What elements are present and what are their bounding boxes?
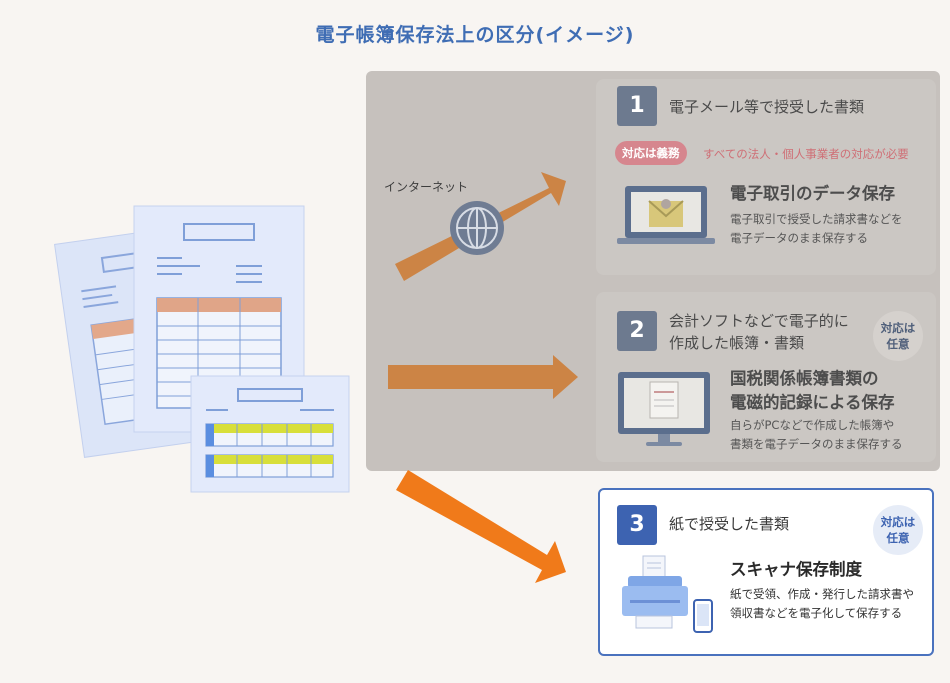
card-2-description: 自らがPCなどで作成した帳簿や 書類を電子データのまま保存する [730,418,903,451]
card-3-subtitle: スキャナ保存制度 [730,560,862,579]
card-3-heading: 紙で授受した書類 [669,515,790,533]
document-sheet-front [190,375,350,493]
card-1-description: 電子取引で授受した請求書などを 電子データのまま保存する [730,212,903,245]
card-2-heading: 会計ソフトなどで電子的に 作成した帳簿・書類 [669,312,849,352]
required-badge: 対応は義務 [615,141,687,165]
card-1-heading: 電子メール等で授受した書類 [669,98,865,116]
optional-badge-2: 対応は任意 [873,311,923,361]
documents-illustration [54,205,350,493]
arrow-to-card-3 [396,470,566,583]
card-1-subtitle: 電子取引のデータ保存 [730,184,895,203]
page-title: 電子帳簿保存法上の区分(イメージ) [315,24,635,46]
internet-label: インターネット [384,180,469,194]
card-1-number: 1 [617,86,657,126]
card-2-subtitle: 国税関係帳簿書類の 電磁的記録による保存 [730,369,895,412]
card-2-number: 2 [617,311,657,351]
card-3-description: 紙で受領、作成・発行した請求書や 領収書などを電子化して保存する [730,587,914,620]
card-3-number: 3 [617,505,657,545]
optional-badge-3: 対応は任意 [873,505,923,555]
required-note: すべての法人・個人事業者の対応が必要 [703,147,909,161]
